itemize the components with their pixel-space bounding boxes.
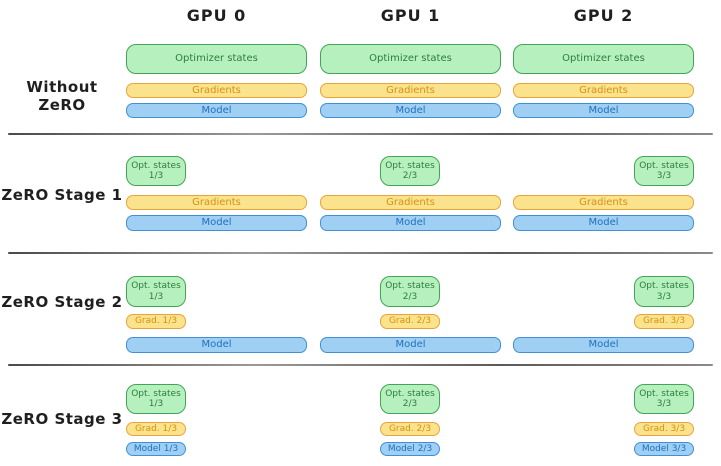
optimizer-states-box: Optimizer states [320, 44, 501, 74]
model-box: Model [513, 215, 694, 231]
row-label-zero-stage-1: ZeRO Stage 1 [1, 186, 123, 204]
model-shard-box: Model 2/3 [380, 442, 440, 456]
row-label-without-zero: Without ZeRO [26, 78, 98, 114]
optimizer-states-shard-box: Opt. states 2/3 [380, 156, 440, 186]
gradients-shard-box: Grad. 1/3 [126, 422, 186, 436]
model-box: Model [126, 103, 307, 118]
row-label-zero-stage-3: ZeRO Stage 3 [1, 410, 123, 428]
model-box: Model [320, 337, 501, 353]
gradients-box: Gradients [320, 83, 501, 98]
optimizer-states-shard-box: Opt. states 1/3 [126, 276, 186, 307]
model-box: Model [513, 337, 694, 353]
model-box: Model [320, 215, 501, 231]
model-shard-box: Model 3/3 [634, 442, 694, 456]
section-divider [8, 252, 713, 254]
model-box: Model [126, 215, 307, 231]
optimizer-states-shard-box: Opt. states 3/3 [634, 384, 694, 414]
optimizer-states-box: Optimizer states [126, 44, 307, 74]
gradients-shard-box: Grad. 2/3 [380, 314, 440, 329]
gradients-box: Gradients [320, 195, 501, 210]
column-header-gpu1: GPU 1 [380, 6, 441, 25]
gradients-shard-box: Grad. 1/3 [126, 314, 186, 329]
model-box: Model [513, 103, 694, 118]
column-header-gpu0: GPU 0 [186, 6, 247, 25]
gradients-shard-box: Grad. 3/3 [634, 314, 694, 329]
model-box: Model [126, 337, 307, 353]
gradients-shard-box: Grad. 3/3 [634, 422, 694, 436]
optimizer-states-shard-box: Opt. states 3/3 [634, 276, 694, 307]
model-shard-box: Model 1/3 [126, 442, 186, 456]
section-divider [8, 364, 713, 366]
optimizer-states-shard-box: Opt. states 3/3 [634, 156, 694, 186]
optimizer-states-shard-box: Opt. states 1/3 [126, 156, 186, 186]
section-divider [8, 133, 713, 135]
optimizer-states-shard-box: Opt. states 1/3 [126, 384, 186, 414]
row-label-zero-stage-2: ZeRO Stage 2 [1, 293, 123, 311]
gradients-box: Gradients [513, 83, 694, 98]
optimizer-states-shard-box: Opt. states 2/3 [380, 384, 440, 414]
gradients-box: Gradients [126, 83, 307, 98]
gradients-box: Gradients [126, 195, 307, 210]
gradients-box: Gradients [513, 195, 694, 210]
optimizer-states-box: Optimizer states [513, 44, 694, 74]
gradients-shard-box: Grad. 2/3 [380, 422, 440, 436]
column-header-gpu2: GPU 2 [573, 6, 634, 25]
optimizer-states-shard-box: Opt. states 2/3 [380, 276, 440, 307]
model-box: Model [320, 103, 501, 118]
